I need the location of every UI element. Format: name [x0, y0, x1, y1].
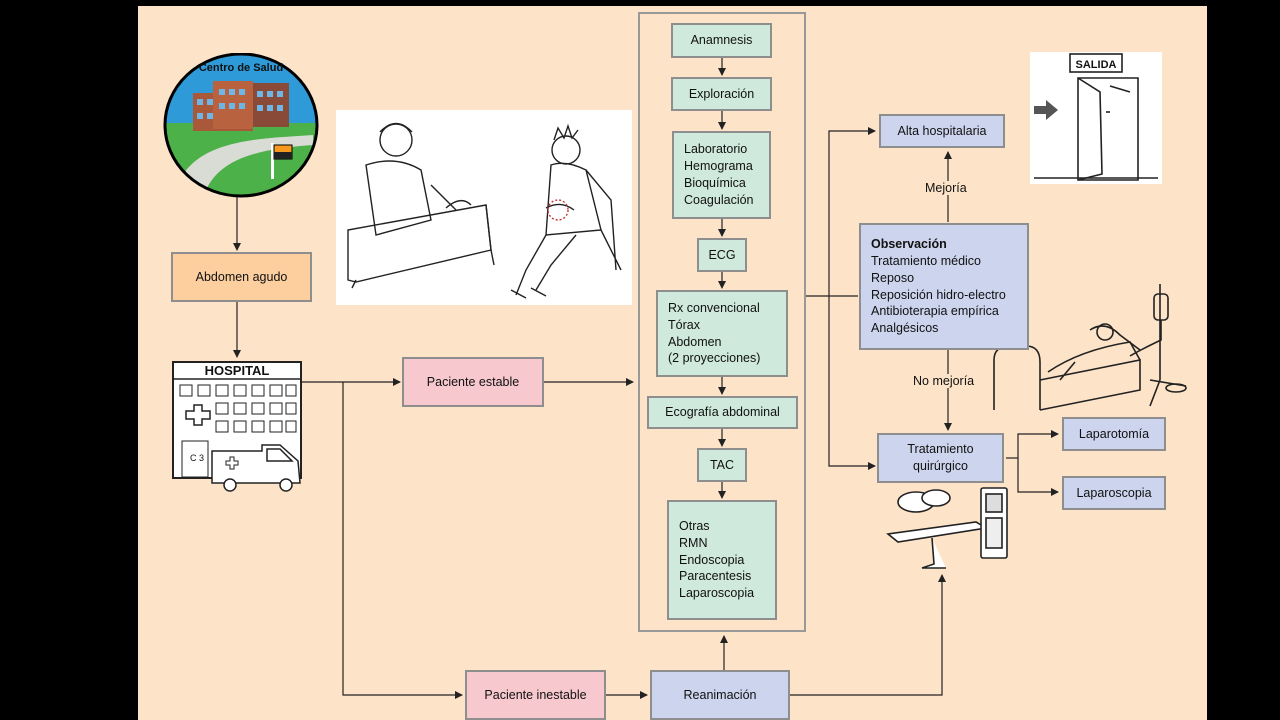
- other-tests-line: Laparoscopia: [679, 586, 755, 601]
- ecg-box: ECG: [697, 238, 747, 272]
- resuscitation-box: Reanimación: [650, 670, 790, 720]
- laparotomy-box: Laparotomía: [1062, 417, 1166, 451]
- stable-patient-box: Paciente estable: [402, 357, 544, 407]
- arrow-right-icon: [1034, 100, 1058, 120]
- arrow-tratamiento-laparotomia: [1017, 430, 1059, 458]
- health-center-label: Centro de Salud: [199, 62, 283, 74]
- observation-title: Observación: [871, 236, 947, 251]
- exploration-box: Exploración: [671, 77, 772, 111]
- hospital-sign: HOSPITAL: [205, 363, 270, 378]
- surgical-treatment-box: Tratamiento quirúrgico: [877, 433, 1004, 483]
- unstable-patient-label: Paciente inestable: [484, 687, 587, 702]
- other-tests-line: Endoscopia: [679, 552, 745, 567]
- resuscitation-label: Reanimación: [683, 687, 757, 702]
- observation-line: Antibioterapia empírica: [871, 304, 999, 319]
- health-center-illustration: Centro de Salud: [163, 53, 319, 198]
- laboratory-box: Laboratorio Hemograma Bioquímica Coagula…: [672, 131, 771, 219]
- other-tests-line: RMN: [679, 535, 708, 550]
- arrow-frame-tratamiento: [828, 296, 876, 470]
- doctor-patient-illustration: [336, 110, 632, 305]
- ct-box: TAC: [697, 448, 747, 482]
- other-tests-line: Otras: [679, 518, 710, 533]
- improvement-label: Mejoría: [923, 181, 969, 195]
- hospital-illustration: HOSPITAL C 3: [172, 361, 302, 492]
- acute-abdomen-box: Abdomen agudo: [171, 252, 312, 302]
- observation-line: Reposo: [871, 270, 915, 285]
- ecg-label: ECG: [708, 247, 736, 262]
- observation-line: Analgésicos: [871, 321, 939, 336]
- xray-line: (2 proyecciones): [668, 351, 761, 366]
- stable-patient-label: Paciente estable: [426, 374, 520, 389]
- laboratory-line: Bioquímica: [684, 176, 746, 190]
- arrow-frame-alta: [828, 127, 876, 296]
- diagnostic-workup-frame: [638, 12, 806, 632]
- arrow-reanimacion-tratamiento: [790, 574, 946, 696]
- exploration-label: Exploración: [688, 86, 755, 101]
- anamnesis-label: Anamnesis: [690, 33, 753, 48]
- surgical-treatment-line: Tratamiento: [907, 442, 974, 457]
- ct-label: TAC: [709, 457, 735, 472]
- surgical-treatment-line: quirúrgico: [913, 459, 968, 473]
- ultrasound-box: Ecografía abdominal: [647, 396, 798, 429]
- xray-line: Abdomen: [668, 334, 722, 349]
- no-improvement-label: No mejoría: [911, 374, 977, 388]
- laboratory-line: Coagulación: [684, 192, 754, 207]
- ambulance-bay-label: C 3: [190, 453, 204, 463]
- xray-box: Rx convencional Tórax Abdomen (2 proyecc…: [656, 290, 788, 377]
- arrow-hospital-inestable: [342, 382, 463, 699]
- xray-line: Rx convencional: [668, 300, 760, 315]
- other-tests-line: Paracentesis: [679, 569, 752, 584]
- hospital-discharge-label: Alta hospitalaria: [897, 123, 987, 138]
- operating-room-illustration: [886, 487, 1008, 569]
- arrow-tratamiento-laparoscopia: [1017, 458, 1059, 496]
- observation-line: Tratamiento médico: [871, 253, 981, 268]
- hospital-bed-illustration: [993, 284, 1187, 411]
- laboratory-line: Laboratorio: [684, 142, 748, 157]
- xray-line: Tórax: [668, 317, 700, 332]
- unstable-patient-box: Paciente inestable: [465, 670, 606, 720]
- laparotomy-label: Laparotomía: [1078, 426, 1150, 441]
- laboratory-line: Hemograma: [684, 159, 753, 174]
- laparoscopy-box: Laparoscopia: [1062, 476, 1166, 510]
- hospital-discharge-box: Alta hospitalaria: [879, 114, 1005, 148]
- exit-door-illustration: SALIDA: [1030, 52, 1162, 184]
- anamnesis-box: Anamnesis: [671, 23, 772, 58]
- observation-box: Observación Tratamiento médico Reposo Re…: [859, 223, 1029, 350]
- ultrasound-label: Ecografía abdominal: [665, 405, 780, 420]
- exit-sign: SALIDA: [1076, 59, 1117, 71]
- laparoscopy-label: Laparoscopia: [1076, 485, 1152, 500]
- observation-line: Reposición hidro-electro: [871, 287, 1006, 302]
- acute-abdomen-label: Abdomen agudo: [195, 269, 288, 284]
- other-tests-box: Otras RMN Endoscopia Paracentesis Laparo…: [667, 500, 777, 620]
